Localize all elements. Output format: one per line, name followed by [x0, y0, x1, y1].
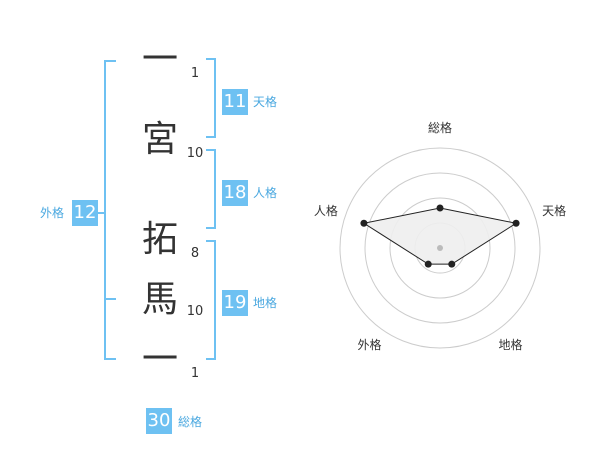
radar-area	[362, 207, 518, 265]
radar-axis-label-1: 総格	[428, 120, 452, 135]
gaikaku-value: 12	[72, 200, 98, 226]
radar-point-3	[448, 260, 456, 268]
name-char-2: 宮	[141, 119, 178, 160]
chikaku-label: 地格	[253, 296, 278, 310]
tenkaku-value: 11	[222, 89, 248, 115]
jinkaku-value: 18	[222, 180, 248, 206]
radar-center-dot	[437, 245, 443, 251]
radar-ring	[364, 172, 516, 324]
stroke-count-2: 10	[186, 146, 204, 161]
stroke-count-4: 10	[186, 304, 204, 319]
stroke-count-3: 8	[190, 246, 200, 261]
radar-point-2	[512, 219, 520, 227]
radar-ring	[389, 197, 491, 299]
stroke-count-5: 1	[190, 366, 200, 381]
name-char-1: 一	[141, 39, 178, 80]
radar-axis-label-4: 外格	[357, 337, 381, 352]
chikaku-value: 19	[222, 290, 248, 316]
gaikaku-label: 外格	[40, 206, 65, 220]
name-char-4: 馬	[141, 279, 178, 320]
soukaku-value: 30	[146, 408, 172, 434]
radar-axis-label-2: 天格	[542, 203, 566, 218]
radar-point-4	[424, 260, 432, 268]
stroke-count-1: 1	[190, 66, 200, 81]
radar-ring	[339, 147, 541, 349]
radar-axis-label-3: 地格	[499, 337, 523, 352]
name-char-3: 拓	[141, 219, 178, 260]
tenkaku-label: 天格	[253, 95, 278, 109]
jinkaku-label: 人格	[253, 186, 278, 200]
soukaku-label: 総格	[178, 415, 203, 429]
name-char-5: 一	[141, 339, 178, 380]
radar-axis-label-5: 人格	[314, 203, 338, 218]
radar-point-1	[436, 204, 444, 212]
radar-point-5	[360, 219, 368, 227]
